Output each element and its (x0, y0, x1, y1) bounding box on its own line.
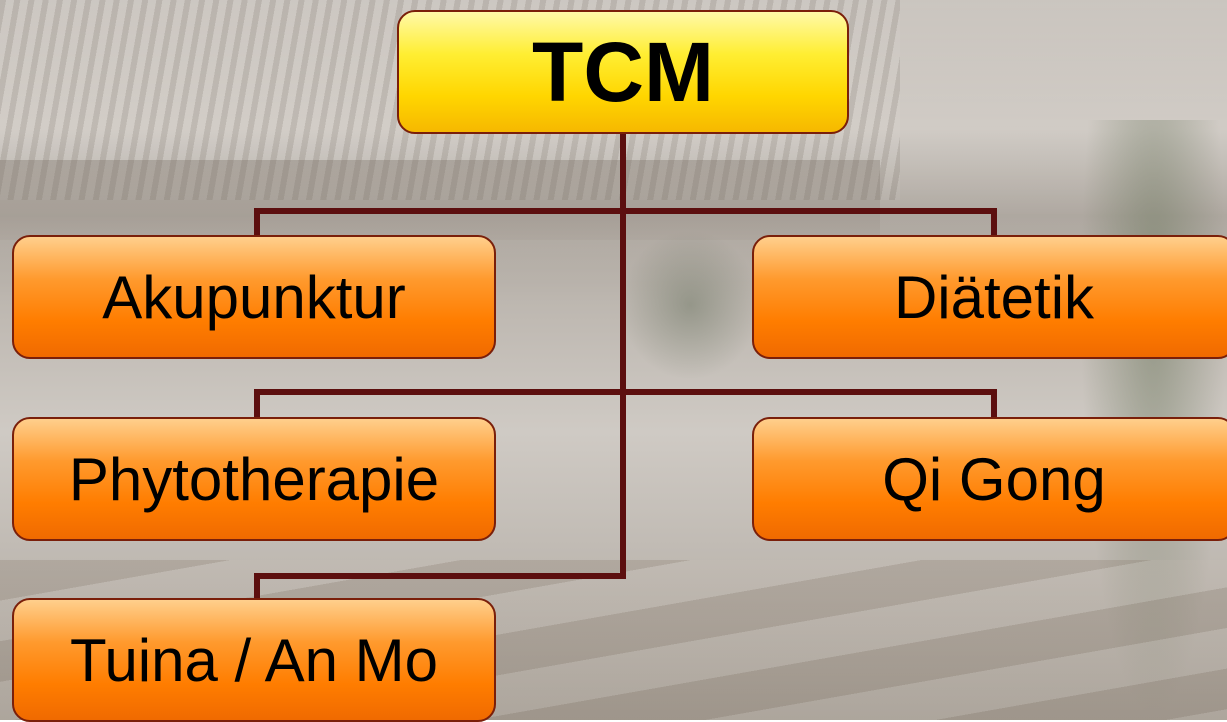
node-tuina: Tuina / An Mo (12, 598, 496, 722)
node-label-tuina: Tuina / An Mo (70, 626, 438, 694)
node-akupunktur: Akupunktur (12, 235, 496, 359)
node-qigong: Qi Gong (752, 417, 1227, 541)
background-wall (0, 160, 880, 240)
node-label-phytotherapie: Phytotherapie (68, 445, 440, 513)
node-phytotherapie: Phytotherapie (12, 417, 496, 541)
root-node-label: TCM (532, 24, 714, 119)
node-label-diatetik: Diätetik (893, 263, 1095, 331)
root-node-tcm: TCM (397, 10, 849, 134)
node-diatetik: Diätetik (752, 235, 1227, 359)
node-label-qigong: Qi Gong (882, 445, 1106, 513)
node-label-akupunktur: Akupunktur (102, 263, 406, 331)
background-bonsai (620, 230, 760, 380)
